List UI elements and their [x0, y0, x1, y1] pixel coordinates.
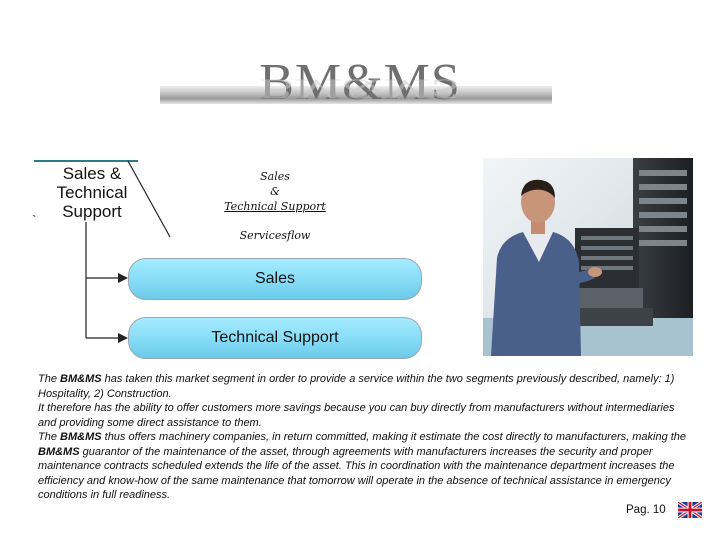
caption-sales: Sales	[260, 170, 290, 183]
text-run: The	[38, 373, 61, 385]
tick-mark: `	[32, 212, 37, 228]
caption-technical-support: Technical Support	[224, 200, 326, 213]
brand-name: BM&MS	[60, 431, 102, 443]
page-number: Pag. 10	[626, 504, 666, 516]
flow-box-label: Technical Support	[211, 329, 339, 346]
paragraph: The BM&MS has taken this market segment …	[38, 372, 694, 401]
diagram-title-line: Technical	[56, 183, 128, 202]
flow-connectors	[34, 160, 171, 343]
body-text: The BM&MS has taken this market segment …	[38, 372, 694, 503]
caption-ampersand: &	[270, 185, 280, 198]
arrow-head-tech	[118, 333, 128, 343]
text-run: The	[38, 431, 61, 443]
uk-flag-icon[interactable]	[678, 502, 702, 518]
text-run: thus offers machinery companies, in retu…	[101, 431, 687, 443]
logo-reflection: BM&MS	[259, 72, 461, 104]
caption-services-flow: Servicesflow	[239, 229, 311, 242]
paragraph: The BM&MS thus offers machinery companie…	[38, 430, 694, 503]
text-run: guarantor of the maintenance of the asse…	[38, 445, 675, 502]
flow-box-label: Sales	[254, 270, 296, 287]
flow-box-sales: Sales	[128, 258, 422, 300]
logo: BM&MS	[259, 54, 461, 111]
brand-name: BM&MS	[60, 373, 102, 385]
paragraph: It therefore has the ability to offer cu…	[38, 402, 675, 429]
diagram-title-line: Sales &	[62, 164, 122, 183]
arrow-head-sales	[118, 273, 128, 283]
diagonal-line	[127, 160, 171, 238]
diagram-title: Sales & Technical Support	[42, 164, 142, 221]
technician-photo	[483, 158, 693, 356]
flow-box-technical-support: Technical Support	[128, 317, 422, 359]
brand-name: BM&MS	[38, 445, 80, 458]
diagram-title-line: Support	[62, 202, 122, 221]
text-run: has taken this market segment in order t…	[38, 373, 675, 400]
header-bar	[160, 86, 552, 104]
